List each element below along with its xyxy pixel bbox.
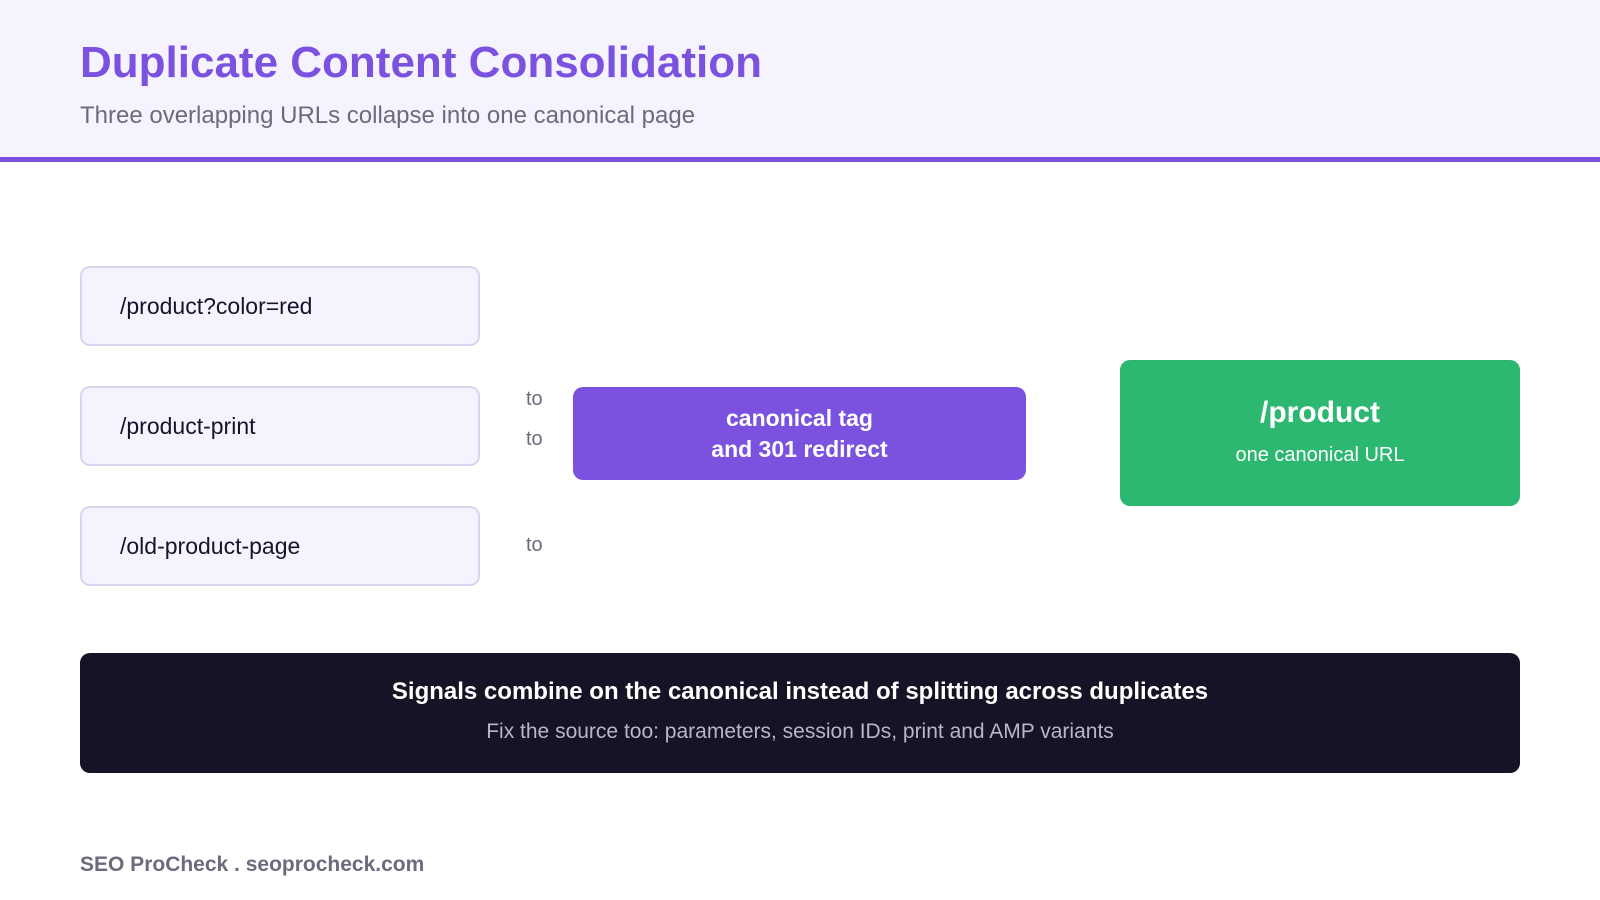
summary-banner: Signals combine on the canonical instead…: [80, 653, 1520, 773]
duplicate-url-box: /old-product-page: [80, 506, 480, 586]
canonical-target-box: /product one canonical URL: [1120, 360, 1520, 506]
duplicate-url-label: /old-product-page: [120, 532, 301, 559]
banner-note: Fix the source too: parameters, session …: [486, 720, 1114, 743]
duplicate-url-box: /product-print: [80, 386, 480, 466]
connector-label: to: [526, 534, 543, 556]
canonical-action-box: canonical tag and 301 redirect: [573, 387, 1026, 480]
page-title: Duplicate Content Consolidation: [80, 38, 762, 87]
banner-headline: Signals combine on the canonical instead…: [391, 678, 1209, 705]
header: Duplicate Content Consolidation Three ov…: [0, 0, 1600, 162]
connector-label: to: [526, 388, 543, 410]
duplicate-url-box: /product?color=red: [80, 266, 480, 346]
action-line-2: and 301 redirect: [711, 435, 888, 462]
canonical-url: /product: [1260, 395, 1380, 429]
connector-label: to: [526, 428, 543, 450]
duplicate-url-label: /product-print: [120, 412, 256, 439]
canonical-caption: one canonical URL: [1235, 443, 1405, 466]
page-subtitle: Three overlapping URLs collapse into one…: [80, 102, 696, 129]
duplicate-url-label: /product?color=red: [120, 292, 313, 319]
action-line-1: canonical tag: [726, 404, 873, 431]
footer-credit: SEO ProCheck . seoprocheck.com: [80, 853, 425, 876]
